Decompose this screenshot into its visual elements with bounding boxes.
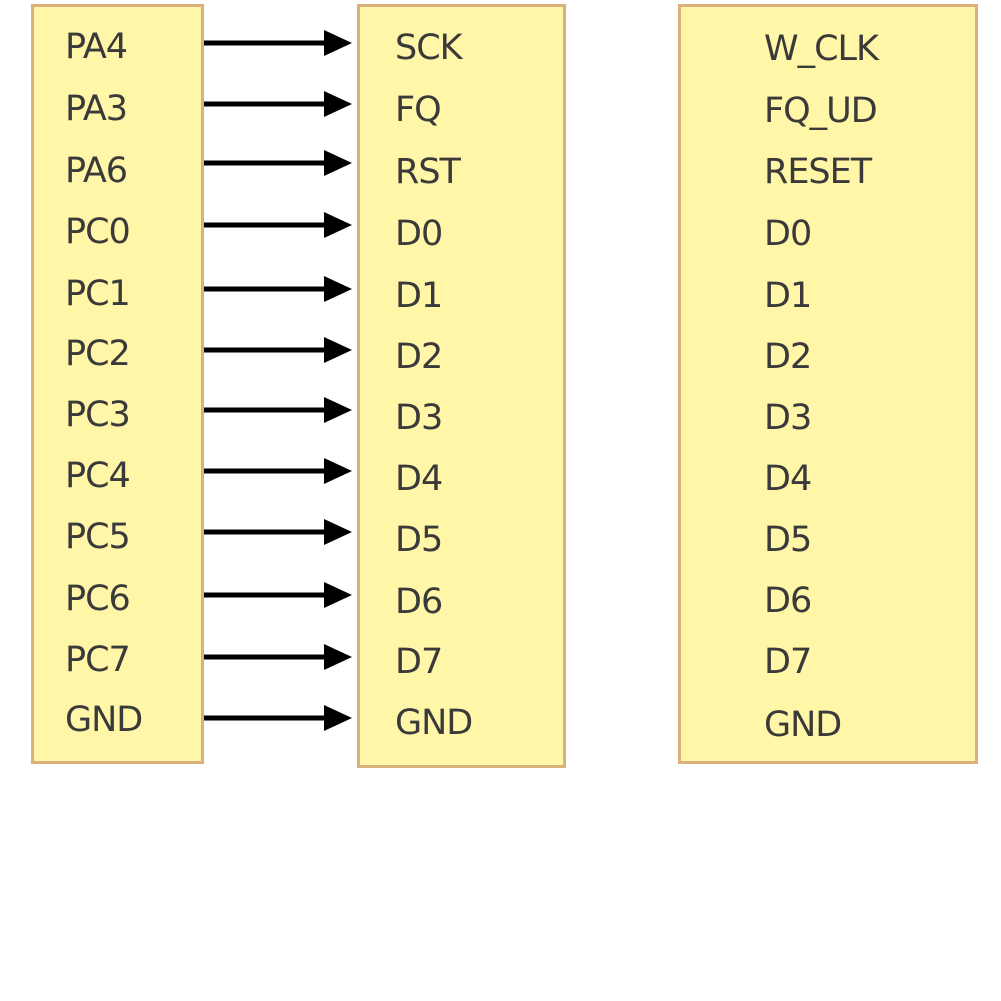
chip-pin-label: D0 xyxy=(764,214,812,254)
arrow-head xyxy=(324,276,352,302)
module-pin-label: D0 xyxy=(395,214,443,254)
arrow-head xyxy=(324,337,352,363)
connection-arrow xyxy=(204,519,352,545)
connection-arrow xyxy=(204,458,352,484)
mcu-pin-label: PA6 xyxy=(65,151,128,191)
mcu-pin-label: PC6 xyxy=(65,579,131,619)
arrow-head xyxy=(324,644,352,670)
module-pin-label: D2 xyxy=(395,337,443,377)
module-pin-label: SCK xyxy=(395,28,463,68)
chip-pin-label: GND xyxy=(764,705,842,745)
chip-pin-label: D2 xyxy=(764,337,812,377)
connection-arrow xyxy=(204,397,352,423)
chip-pin-block: W_CLK FQ_UD RESET D0 D1 D2 D3 D4 D5 D6 D… xyxy=(678,4,978,764)
module-pin-label: RST xyxy=(395,152,461,192)
module-pin-label: FQ xyxy=(395,90,442,130)
module-pin-label: D1 xyxy=(395,276,443,316)
chip-pin-label: D6 xyxy=(764,581,812,621)
connection-arrow xyxy=(204,30,352,56)
connection-arrow xyxy=(204,276,352,302)
arrow-head xyxy=(324,30,352,56)
chip-pin-label: D4 xyxy=(764,459,812,499)
arrow-head xyxy=(324,519,352,545)
arrow-head xyxy=(324,150,352,176)
mcu-pin-label: PC1 xyxy=(65,274,131,314)
mcu-pin-label: PC0 xyxy=(65,212,131,252)
module-pin-label: D6 xyxy=(395,582,443,622)
mcu-pin-label: GND xyxy=(65,700,143,740)
connection-arrow xyxy=(204,644,352,670)
mcu-pin-block: PA4 PA3 PA6 PC0 PC1 PC2 PC3 PC4 PC5 PC6 … xyxy=(31,4,204,764)
mcu-pin-label: PA3 xyxy=(65,89,128,129)
mcu-pin-label: PC4 xyxy=(65,456,131,496)
chip-pin-label: FQ_UD xyxy=(764,91,878,131)
connection-arrow xyxy=(204,150,352,176)
module-pin-label: D4 xyxy=(395,459,443,499)
module-pin-label: D3 xyxy=(395,398,443,438)
connection-arrow xyxy=(204,337,352,363)
chip-pin-label: D3 xyxy=(764,398,812,438)
arrow-head xyxy=(324,705,352,731)
connection-arrow xyxy=(204,705,352,731)
module-pin-label: D7 xyxy=(395,642,443,682)
arrow-head xyxy=(324,212,352,238)
arrow-head xyxy=(324,582,352,608)
module-pin-label: D5 xyxy=(395,520,443,560)
mcu-pin-label: PA4 xyxy=(65,27,128,67)
mcu-pin-label: PC5 xyxy=(65,517,131,557)
mcu-pin-label: PC2 xyxy=(65,334,131,374)
module-pin-label: GND xyxy=(395,703,473,743)
mcu-pin-label: PC3 xyxy=(65,395,131,435)
chip-pin-label: D7 xyxy=(764,642,812,682)
module-pin-block: SCK FQ RST D0 D1 D2 D3 D4 D5 D6 D7 GND xyxy=(357,4,566,768)
arrow-head xyxy=(324,397,352,423)
arrow-head xyxy=(324,458,352,484)
chip-pin-label: RESET xyxy=(764,152,872,192)
chip-pin-label: D1 xyxy=(764,276,812,316)
chip-pin-label: W_CLK xyxy=(764,29,879,69)
connection-arrow xyxy=(204,582,352,608)
mcu-pin-label: PC7 xyxy=(65,640,131,680)
connection-arrow xyxy=(204,91,352,117)
connection-arrow xyxy=(204,212,352,238)
chip-pin-label: D5 xyxy=(764,520,812,560)
arrow-head xyxy=(324,91,352,117)
